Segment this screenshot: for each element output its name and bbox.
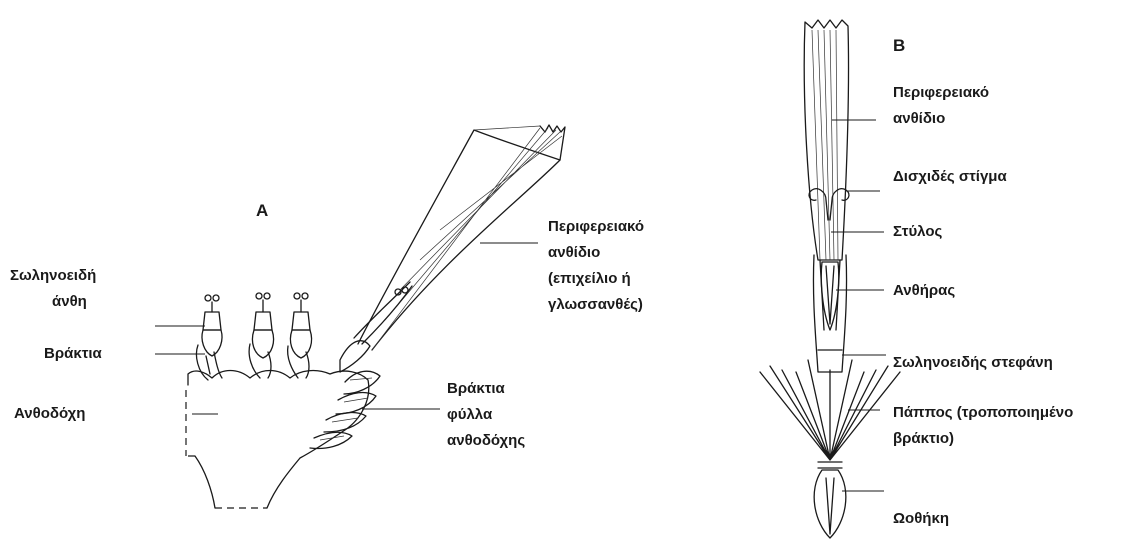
label-bracts: Βράκτια (44, 341, 102, 367)
label-ray-floret-a-line3: (επιχείλιο ή (548, 266, 644, 292)
label-involucral-bracts-line1: Βράκτια (447, 376, 525, 402)
label-b-stigma: Δισχιδές στίγμα (893, 164, 1007, 190)
label-involucral-bracts-line3: ανθοδόχης (447, 428, 525, 454)
ray-floret-drawing (354, 125, 565, 350)
label-tubular-flowers-line2: άνθη (10, 289, 96, 315)
b-corolla (813, 255, 846, 372)
panel-b-drawing (760, 20, 900, 538)
b-strap-outline (804, 20, 848, 260)
label-b-anther: Ανθήρας (893, 278, 955, 304)
label-involucral-bracts-line2: φύλλα (447, 402, 525, 428)
panel-b-letter: B (893, 33, 905, 59)
label-b-ray-floret-line1: Περιφερειακό (893, 80, 989, 106)
label-tubular-flowers: Σωληνοειδή άνθη (10, 263, 96, 315)
label-ray-floret-a-line2: ανθίδιο (548, 240, 644, 266)
label-involucral-bracts: Βράκτια φύλλα ανθοδόχης (447, 376, 525, 454)
label-ray-floret-a: Περιφερειακό ανθίδιο (επιχείλιο ή γλωσσα… (548, 214, 644, 318)
receptacle-dashed-side (186, 390, 197, 456)
b-ovary (814, 470, 846, 538)
label-receptacle: Ανθοδόχη (14, 401, 85, 427)
tubular-floret-1 (196, 295, 222, 380)
label-tubular-flowers-line1: Σωληνοειδή (10, 263, 96, 289)
label-b-ray-floret-line2: ανθίδιο (893, 106, 989, 132)
receptacle-outline (188, 371, 369, 509)
tubular-floret-3 (288, 293, 312, 378)
label-b-style: Στύλος (893, 219, 942, 245)
label-b-pappus-line1: Πάππος (τροποποιημένο (893, 400, 1073, 426)
label-ray-floret-a-line1: Περιφερειακό (548, 214, 644, 240)
involucral-bracts-drawing (310, 341, 380, 449)
label-b-ray-floret: Περιφερειακό ανθίδιο (893, 80, 989, 132)
label-b-ovary: Ωοθήκη (893, 506, 949, 532)
tubular-floret-2 (249, 293, 273, 378)
panel-a-letter: A (256, 198, 268, 224)
label-b-pappus: Πάππος (τροποποιημένο βράκτιο) (893, 400, 1073, 452)
label-ray-floret-a-line4: γλωσσανθές) (548, 292, 644, 318)
label-b-corolla: Σωληνοειδής στεφάνη (893, 350, 1053, 376)
label-b-pappus-line2: βράκτιο) (893, 426, 1073, 452)
